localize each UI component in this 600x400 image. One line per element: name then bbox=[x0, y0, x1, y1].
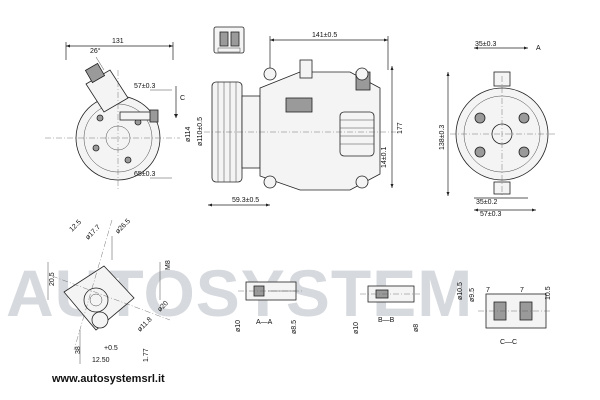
section-b-b: ø10 ø8 B—B bbox=[353, 285, 420, 334]
dim-d15: ø8 bbox=[413, 324, 420, 332]
section-label-aa: A—A bbox=[256, 319, 273, 326]
side-view: 131 26° 57±0.3 65±0.3 C bbox=[45, 38, 185, 190]
fitting-detail: 12.5 ø17.7 ø26.5 20.5 M8 ø20 ø11.8 38 12… bbox=[47, 218, 172, 364]
dim-pulley-dia-a: ø114 bbox=[185, 126, 192, 142]
dim-d4: 20.5 bbox=[49, 272, 56, 286]
dim-d1: 12.5 bbox=[68, 219, 83, 234]
dim-front-height: 138±0.3 bbox=[439, 125, 446, 150]
section-a-a: ø10 ø8.5 A—A bbox=[235, 281, 304, 334]
dim-d14: ø10 bbox=[353, 322, 360, 334]
section-marker-a: A bbox=[536, 45, 541, 52]
dim-body-height: 177 bbox=[397, 122, 404, 134]
dim-side-offset: 57±0.3 bbox=[134, 83, 155, 90]
dim-front-width: 57±0.3 bbox=[480, 211, 501, 218]
dim-body-length: 141±0.5 bbox=[312, 32, 337, 39]
dim-d17: ø9.5 bbox=[469, 288, 476, 302]
dim-d11: 1.77 bbox=[143, 348, 150, 362]
website-url: www.autosystemsrl.it bbox=[52, 373, 165, 385]
section-label-bb: B—B bbox=[378, 317, 395, 324]
dim-side-width: 131 bbox=[112, 38, 124, 45]
dim-d8: 38 bbox=[75, 346, 82, 354]
section-c-c: ø10.5 ø9.5 7 7 10.5 C—C bbox=[457, 282, 552, 346]
dim-d18: 7 bbox=[486, 287, 490, 294]
dim-d3: ø26.5 bbox=[114, 218, 132, 236]
dim-d20: 10.5 bbox=[545, 286, 552, 300]
section-label-cc: C—C bbox=[500, 339, 517, 346]
dim-angle: 26° bbox=[90, 47, 101, 55]
dim-d19: 7 bbox=[520, 287, 524, 294]
dim-pulley-dia-b: ø110±0.5 bbox=[197, 117, 204, 146]
dim-pulley-to-mount: 59.3±0.5 bbox=[232, 197, 259, 204]
dim-body-offset: 14±0.1 bbox=[381, 147, 388, 168]
dim-d10: +0.5 bbox=[104, 345, 118, 352]
front-view: 35±0.3 A 138±0.3 35±0.2 57±0.3 bbox=[439, 41, 556, 218]
dim-front-top: 35±0.3 bbox=[475, 41, 496, 48]
main-body-view: 141±0.5 ø114 ø110±0.5 177 14±0.1 bbox=[185, 32, 404, 207]
dim-d9: 12.50 bbox=[92, 357, 110, 364]
dim-side-offset-low: 65±0.3 bbox=[134, 171, 155, 178]
connector-view bbox=[213, 26, 245, 54]
dim-d12: ø10 bbox=[235, 320, 242, 332]
dim-d5: M8 bbox=[165, 260, 172, 270]
section-marker-c: C bbox=[180, 95, 185, 102]
dim-d16: ø10.5 bbox=[457, 282, 464, 300]
dim-d13: ø8.5 bbox=[291, 320, 298, 334]
dim-front-bottom: 35±0.2 bbox=[476, 199, 497, 206]
dim-d2: ø17.7 bbox=[84, 224, 102, 242]
